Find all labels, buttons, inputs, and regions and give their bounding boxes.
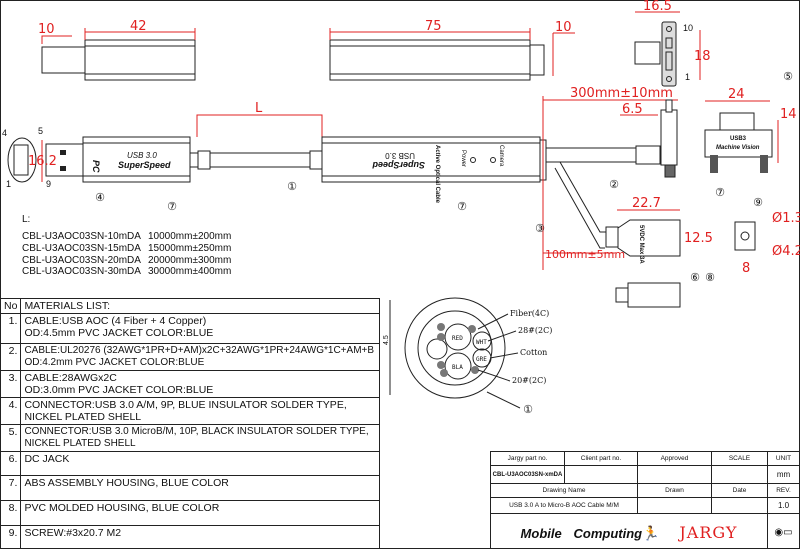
- svg-text:15000mm±250mm: 15000mm±250mm: [148, 243, 231, 254]
- machine-vision-connector: USB3 Machine Vision 24 14: [704, 87, 797, 173]
- dim-22-7: 22.7: [632, 196, 661, 211]
- dc-jack: 5VDC Max 3A 22.7 12.5 Ø1.3 Ø4.2 8: [605, 196, 800, 308]
- svg-text:BLA: BLA: [452, 364, 463, 371]
- svg-text:CBL-U3AOC03SN-15mDA: CBL-U3AOC03SN-15mDA: [22, 243, 141, 254]
- top-view-right: 75 10: [329, 19, 575, 81]
- svg-text:①: ①: [287, 181, 297, 193]
- callouts: ① ⑦ ④ ⑦ ② ⑦ ⑨ ⑤ ③ ⑥ ⑧ ①: [95, 71, 793, 416]
- microb-right-angle-connector: [635, 99, 678, 178]
- top-view-left: 10 42: [38, 19, 196, 81]
- svg-text:④: ④: [95, 192, 105, 204]
- svg-text:⑦: ⑦: [715, 187, 725, 199]
- svg-text:USB 3.0: USB 3.0: [127, 151, 157, 160]
- dim-14: 14: [780, 107, 797, 122]
- svg-text:⑦: ⑦: [457, 201, 467, 213]
- svg-text:⑥: ⑥: [690, 272, 700, 284]
- pin-5-label: 5: [38, 126, 43, 136]
- pin-9-label: 9: [46, 179, 51, 189]
- projection-symbol-icon: ◉▭: [767, 513, 800, 549]
- svg-text:4.5: 4.5: [383, 335, 390, 345]
- dim-12-5: 12.5: [684, 231, 713, 246]
- pin-1-usb-label: 1: [6, 179, 11, 189]
- svg-text:Camera: Camera: [498, 145, 504, 167]
- dim-dia-4-2: Ø4.2: [772, 244, 800, 259]
- dim-10-right: 10: [555, 20, 572, 35]
- dim-100mm: 100mm±5mm: [545, 248, 625, 261]
- svg-text:⑤: ⑤: [783, 71, 793, 83]
- svg-text:⑦: ⑦: [167, 201, 177, 213]
- svg-text:CBL-U3AOC03SN-20mDA: CBL-U3AOC03SN-20mDA: [22, 255, 141, 266]
- svg-text:①: ①: [523, 404, 533, 416]
- dim-75: 75: [425, 19, 442, 34]
- usb-a-plug-assembly: PC USB 3.0 SuperSpeed: [45, 136, 191, 183]
- microb-end-view: 16.5 18 10 1: [634, 0, 711, 87]
- dim-18: 18: [694, 49, 711, 64]
- svg-text:USB 3.0: USB 3.0: [385, 151, 415, 160]
- runner-logo-icon: 🏃: [642, 524, 660, 541]
- svg-text:10000mm±200mm: 10000mm±200mm: [148, 231, 231, 242]
- svg-text:5VDC Max 3A: 5VDC Max 3A: [638, 225, 644, 264]
- aoc-cable: L: [189, 101, 331, 170]
- svg-text:Fiber(4C): Fiber(4C): [510, 309, 549, 318]
- company-logos: Mobile Computing🏃 JARGY: [490, 513, 768, 549]
- dim-24: 24: [728, 87, 745, 102]
- dim-16-5: 16.5: [643, 0, 672, 14]
- pin-4-label: 4: [2, 128, 7, 138]
- svg-text:Cotton: Cotton: [520, 348, 547, 357]
- dim-8: 8: [742, 261, 750, 276]
- svg-text:RED: RED: [452, 335, 463, 342]
- svg-text:L:: L:: [22, 214, 30, 225]
- usb-a-end-view: 4 5 1 9: [2, 126, 51, 189]
- svg-text:CBL-U3AOC03SN-10mDA: CBL-U3AOC03SN-10mDA: [22, 231, 141, 242]
- svg-text:Active Optical Cable: Active Optical Cable: [434, 145, 440, 204]
- dim-300mm: 300mm±10mm: [570, 86, 673, 101]
- svg-text:SuperSpeed: SuperSpeed: [372, 160, 425, 170]
- svg-text:20#(2C): 20#(2C): [512, 376, 546, 385]
- svg-text:30000mm±400mm: 30000mm±400mm: [148, 266, 231, 277]
- svg-text:SuperSpeed: SuperSpeed: [118, 160, 171, 170]
- svg-text:⑨: ⑨: [753, 197, 763, 209]
- svg-text:20000mm±300mm: 20000mm±300mm: [148, 255, 231, 266]
- svg-text:⑧: ⑧: [705, 272, 715, 284]
- svg-text:28#(2C): 28#(2C): [518, 326, 552, 335]
- dim-16-2: 16.2: [28, 154, 57, 169]
- svg-text:③: ③: [535, 223, 545, 235]
- svg-text:USB3: USB3: [730, 136, 747, 142]
- dim-42: 42: [130, 19, 147, 34]
- svg-text:Power: Power: [460, 150, 466, 167]
- dim-10-left: 10: [38, 22, 55, 37]
- svg-text:Machine Vision: Machine Vision: [716, 145, 760, 151]
- cable-cross-section: RED WHT BLA GRE 4.5 Fiber(4C) 28#(2C) Cotton 2…: [383, 297, 552, 409]
- pin-1-label: 1: [685, 72, 690, 82]
- dim-dia-1-3: Ø1.3: [772, 211, 800, 226]
- dim-6-5: 6.5: [622, 102, 643, 117]
- svg-text:WHT: WHT: [476, 339, 487, 346]
- svg-text:②: ②: [609, 179, 619, 191]
- pin-10-label: 10: [683, 23, 693, 33]
- svg-text:GRE: GRE: [476, 356, 487, 363]
- svg-text:CBL-U3AOC03SN-30mDA: CBL-U3AOC03SN-30mDA: [22, 266, 141, 277]
- svg-text:PC: PC: [91, 160, 101, 173]
- length-table: L: CBL-U3AOC03SN-10mDA 10000mm±200mm CBL-…: [22, 214, 231, 277]
- dim-L: L: [255, 101, 263, 116]
- breakout-cables: 300mm±10mm 6.5 100mm±5mm: [539, 86, 678, 270]
